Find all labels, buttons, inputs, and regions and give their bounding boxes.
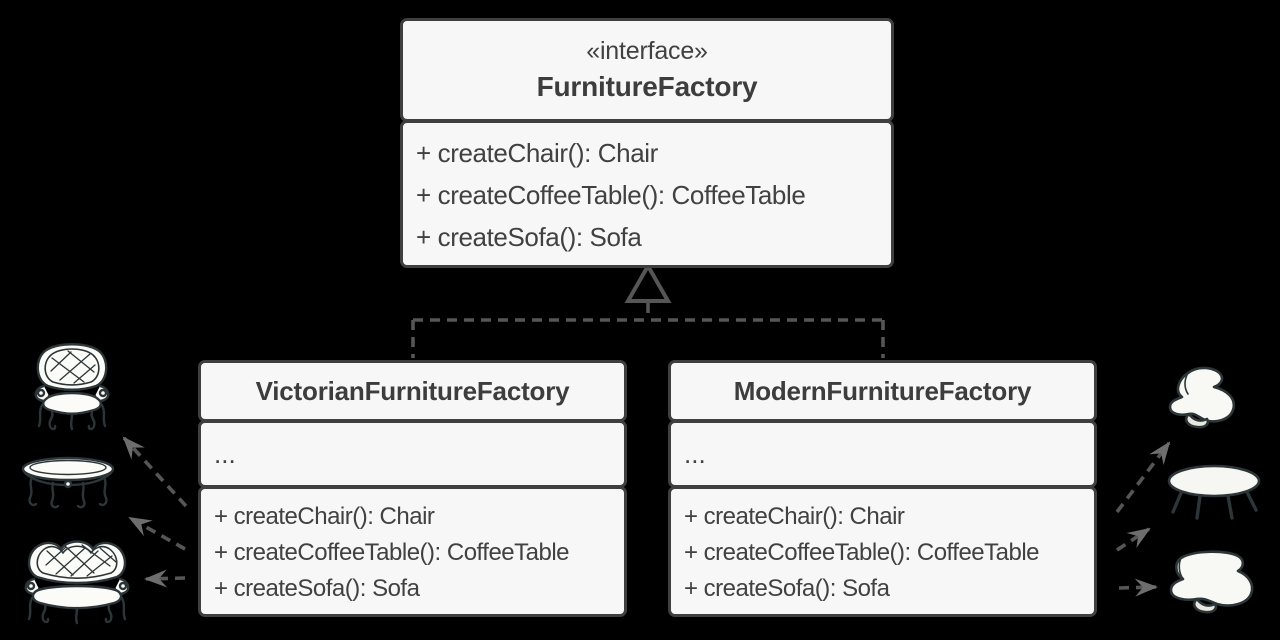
realization-triangle-icon (624, 261, 672, 303)
fields-placeholder: ... (684, 438, 706, 469)
creates-arrows (122, 436, 1171, 597)
fields-compartment: ... (198, 420, 627, 488)
class-name: VictorianFurnitureFactory (255, 375, 570, 406)
method-create-chair: + createChair(): Chair (684, 503, 905, 530)
fields-placeholder: ... (214, 438, 236, 469)
class-box-modern-furniture-factory: ModernFurnitureFactory ... + createChair… (668, 360, 1097, 617)
class-name: ModernFurnitureFactory (733, 375, 1032, 406)
methods-compartment: + createChair(): Chair + createCoffeeTab… (198, 486, 627, 617)
victorian-chair-icon (34, 343, 110, 431)
stereotype-label: «interface» (586, 37, 708, 65)
creates-victorian-table-arrow (128, 516, 186, 551)
victorian-coffee-table-icon (21, 456, 115, 509)
method-create-sofa: + createSofa(): Sofa (214, 575, 420, 602)
method-create-coffee-table: + createCoffeeTable(): CoffeeTable (214, 539, 570, 566)
method-create-coffee-table: + createCoffeeTable(): CoffeeTable (684, 539, 1040, 566)
creates-modern-table-arrow (1116, 527, 1151, 552)
fields-compartment: ... (668, 420, 1097, 488)
method-create-coffee-table: + createCoffeeTable(): CoffeeTable (416, 179, 806, 210)
creates-victorian-sofa-arrow (144, 569, 186, 588)
victorian-sofa-icon (24, 540, 130, 625)
method-create-chair: + createChair(): Chair (416, 137, 658, 168)
modern-chair-icon (1168, 366, 1236, 429)
method-create-chair: + createChair(): Chair (214, 503, 435, 530)
class-header: VictorianFurnitureFactory (198, 360, 627, 422)
creates-modern-chair-arrow (1115, 441, 1171, 514)
class-box-furniture-factory: «interface» FurnitureFactory + createCha… (400, 18, 894, 268)
realization-connector (411, 261, 885, 358)
modern-coffee-table-icon (1167, 464, 1261, 520)
creates-victorian-chair-arrow (122, 436, 188, 508)
creates-modern-sofa-arrow (1118, 578, 1158, 597)
methods-compartment: + createChair(): Chair + createCoffeeTab… (400, 120, 894, 268)
class-name: FurnitureFactory (536, 71, 758, 102)
modern-sofa-icon (1169, 550, 1254, 614)
class-box-victorian-furniture-factory: VictorianFurnitureFactory ... + createCh… (198, 360, 627, 617)
methods-compartment: + createChair(): Chair + createCoffeeTab… (668, 486, 1097, 617)
class-header: ModernFurnitureFactory (668, 360, 1097, 422)
class-header: «interface» FurnitureFactory (400, 18, 894, 122)
method-create-sofa: + createSofa(): Sofa (416, 221, 642, 252)
method-create-sofa: + createSofa(): Sofa (684, 575, 890, 602)
